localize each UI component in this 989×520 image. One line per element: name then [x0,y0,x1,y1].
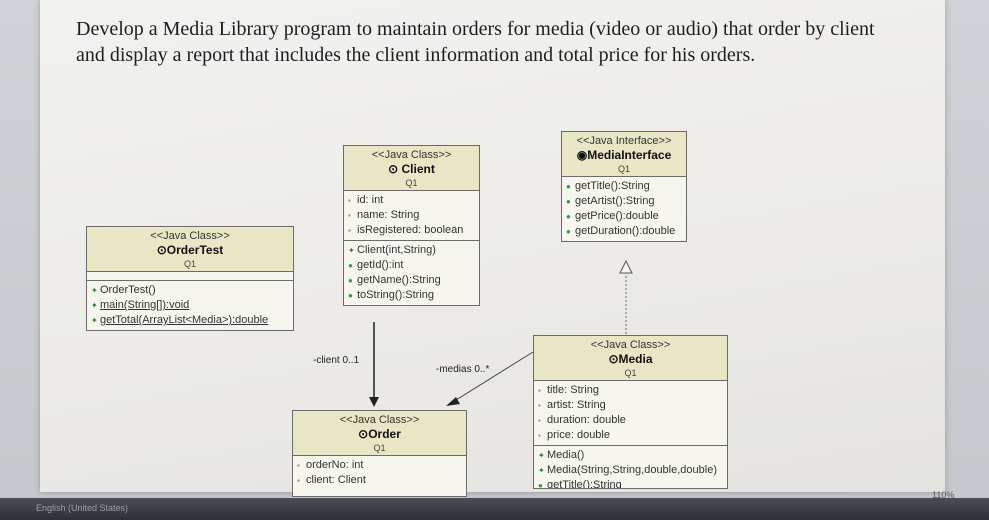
medias-association-label: -medias 0..* [436,364,490,375]
stereotype: <<Java Class>> [150,230,230,242]
class-name: ⊙ Client [388,162,435,176]
taskbar [0,498,989,520]
realization-triangle [619,259,633,274]
arrowhead [446,397,460,406]
package-label: Q1 [183,259,196,269]
field: artist: String [547,399,606,411]
method: Client(int,String) [357,244,436,256]
field: name: String [357,209,420,221]
field: price: double [547,429,610,441]
media-class: <<Java Class>> ⊙Media Q1 ▪title: String … [533,335,728,489]
slide-title: Develop a Media Library program to maint… [76,18,875,66]
media-interface: <<Java Interface>> ◉MediaInterface Q1 ●g… [561,131,687,242]
method: getTitle():String [575,180,650,192]
method: OrderTest() [100,284,156,296]
field: title: String [547,384,599,396]
methods-section: ●getTitle():String ●getArtist():String ●… [566,180,676,237]
field: orderNo: int [306,459,364,471]
method: getArtist():String [575,195,655,207]
class-header: <<Java Class>> ⊙Order Q1 [293,411,466,456]
fields-section: ▪title: String ▪artist: String ▪duration… [534,381,727,446]
methods-section: ✦Client(int,String) ●getId():int ●getNam… [348,244,441,301]
package-label: Q1 [405,178,418,188]
fields-section: ▪id: int ▪name: String ▪isRegistered: bo… [344,191,479,241]
class-name: ⊙Order [358,427,401,441]
method: getTitle():String [547,479,622,489]
order-class: <<Java Class>> ⊙Order Q1 ▪orderNo: int ▪… [292,410,467,497]
method: getDuration():double [575,225,676,237]
package-label: Q1 [624,368,637,378]
methods-section: ✦Media() ✦Media(String,String,double,dou… [538,449,717,489]
method: Media() [547,449,585,461]
class-name: ⊙OrderTest [156,243,224,257]
field: duration: double [547,414,626,426]
zoom-level: 110% [932,490,955,500]
stereotype: <<Java Class>> [590,339,671,351]
package-label: Q1 [617,164,630,174]
order-test-class: <<Java Class>> ⊙OrderTest Q1 ✦OrderTest(… [86,226,294,331]
method: getName():String [357,274,441,286]
order-media-association [447,351,534,406]
method: getTotal(ArrayList<Media>):double [100,314,269,326]
class-header: <<Java Interface>> ◉MediaInterface Q1 [562,132,686,177]
client-association-label: -client 0..1 [313,355,360,366]
class-name: ⊙Media [608,352,653,366]
field: client: Client [306,474,366,486]
methods-section: ✦OrderTest() ✦main(String[]):void ✦getTo… [91,284,269,326]
class-name: ◉MediaInterface [576,148,672,162]
class-header: <<Java Class>> ⊙Media Q1 [534,336,727,381]
stereotype: <<Java Class>> [371,149,452,161]
method: getId():int [357,259,404,271]
client-class: <<Java Class>> ⊙ Client Q1 ▪id: int ▪nam… [343,145,480,306]
stereotype: <<Java Interface>> [576,135,672,147]
method: toString():String [357,289,435,301]
stereotype: <<Java Class>> [339,414,420,426]
method: Media(String,String,double,double) [547,464,717,476]
method: main(String[]):void [100,299,190,311]
class-header: <<Java Class>> ⊙ Client Q1 [344,146,479,191]
language-indicator: English (United States) [36,503,129,513]
field: isRegistered: boolean [357,224,464,236]
class-header: <<Java Class>> ⊙OrderTest Q1 [87,227,293,272]
field: id: int [357,194,384,206]
arrowhead [369,397,379,407]
package-label: Q1 [373,443,386,453]
fields-section: ▪orderNo: int ▪client: Client [297,459,366,486]
fields-section [87,272,293,281]
method: getPrice():double [575,210,659,222]
